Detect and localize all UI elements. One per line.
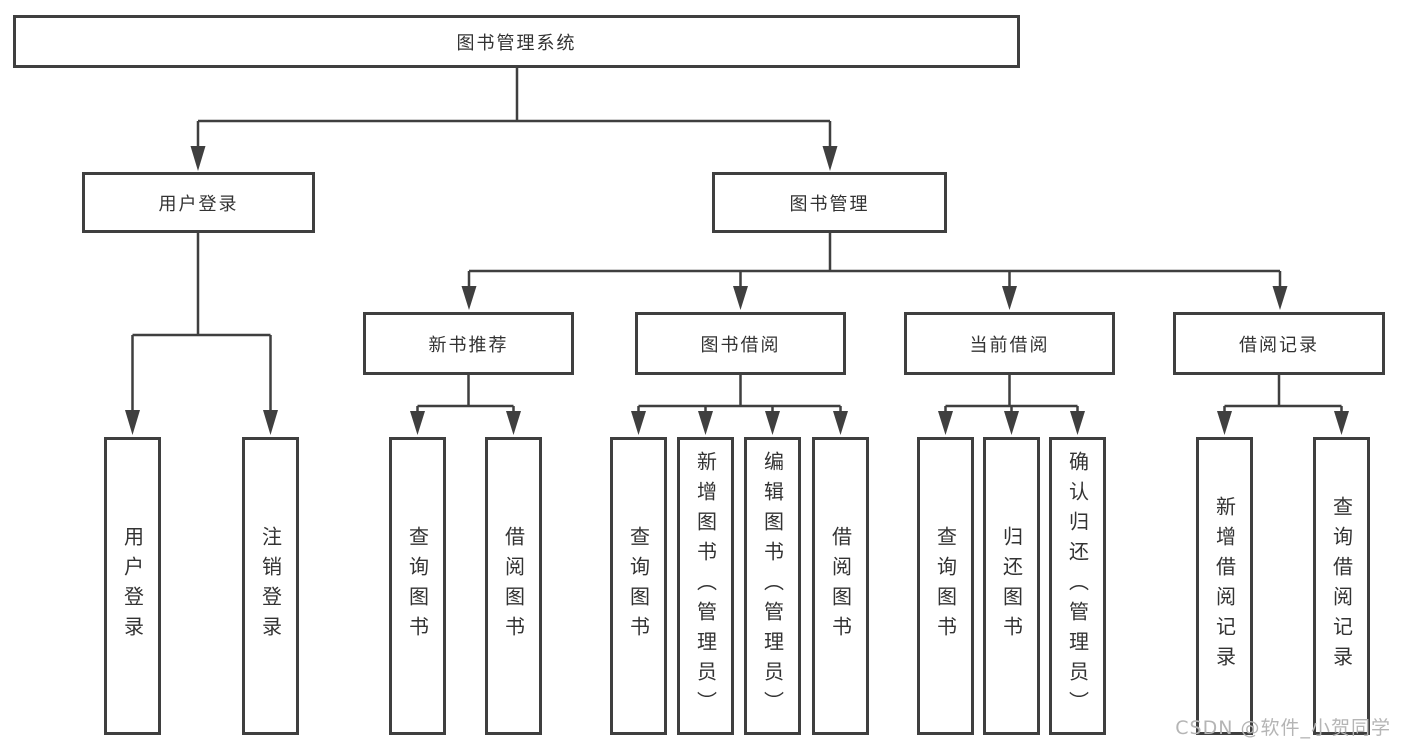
- connector-new-book-recommend: [416, 375, 515, 412]
- leaf-label: 新增借阅记录: [1212, 496, 1237, 676]
- leaf-label: 查询图书: [626, 526, 651, 646]
- arrow-down-icon: [938, 411, 953, 435]
- leaf-current-confirm-return-admin: 确认归还（管理员）: [1049, 437, 1106, 735]
- leaf-label: 注销登录: [258, 526, 283, 646]
- leaf-label: 确认归还（管理员）: [1065, 451, 1090, 721]
- arrowheads: [125, 146, 1349, 435]
- leaf-label: 查询图书: [933, 526, 958, 646]
- arrow-down-icon: [1217, 411, 1232, 435]
- watermark: CSDN @软件_小贺同学: [1175, 717, 1391, 739]
- arrow-down-icon: [698, 411, 713, 435]
- leaf-records-query-record: 查询借阅记录: [1313, 437, 1370, 735]
- leaf-label: 用户登录: [120, 526, 145, 646]
- node-user-login: 用户登录: [82, 172, 315, 233]
- connector-book-management: [467, 233, 1282, 287]
- connector-borrow-records: [1223, 375, 1343, 412]
- connector-book-borrow: [637, 375, 842, 412]
- arrow-down-icon: [461, 286, 477, 310]
- leaf-recommend-query-books: 查询图书: [389, 437, 446, 735]
- leaf-recommend-borrow-books: 借阅图书: [485, 437, 542, 735]
- arrow-down-icon: [1004, 411, 1019, 435]
- leaf-borrow-add-books-admin: 新增图书（管理员）: [677, 437, 734, 735]
- node-current-borrow: 当前借阅: [904, 312, 1115, 375]
- leaf-label: 借阅图书: [828, 526, 853, 646]
- arrow-down-icon: [733, 286, 748, 310]
- arrow-down-icon: [506, 411, 521, 435]
- arrow-down-icon: [1272, 286, 1288, 310]
- connector-user-login: [131, 233, 272, 411]
- leaf-borrow-borrow-books: 借阅图书: [812, 437, 869, 735]
- leaf-current-return-books: 归还图书: [983, 437, 1040, 735]
- node-root: 图书管理系统: [13, 15, 1020, 68]
- arrow-down-icon: [1334, 411, 1349, 435]
- connector-root: [196, 67, 832, 147]
- node-book-management: 图书管理: [712, 172, 947, 233]
- leaf-records-add-record: 新增借阅记录: [1196, 437, 1253, 735]
- node-borrow-records: 借阅记录: [1173, 312, 1385, 375]
- node-book-borrow: 图书借阅: [635, 312, 846, 375]
- arrow-down-icon: [1070, 411, 1085, 435]
- arrow-down-icon: [125, 410, 140, 435]
- leaf-label: 编辑图书（管理员）: [760, 451, 785, 721]
- arrow-down-icon: [1002, 286, 1017, 310]
- arrow-down-icon: [631, 411, 646, 435]
- arrow-down-icon: [410, 411, 425, 435]
- leaf-logout: 注销登录: [242, 437, 299, 735]
- arrow-down-icon: [833, 411, 848, 435]
- connector-current-borrow: [944, 375, 1079, 412]
- leaf-borrow-query-books: 查询图书: [610, 437, 667, 735]
- leaf-label: 借阅图书: [501, 526, 526, 646]
- leaf-label: 新增图书（管理员）: [693, 451, 718, 721]
- leaf-label: 归还图书: [999, 526, 1024, 646]
- arrow-down-icon: [765, 411, 780, 435]
- arrow-down-icon: [263, 410, 278, 435]
- node-new-book-recommend: 新书推荐: [363, 312, 574, 375]
- leaf-user-login: 用户登录: [104, 437, 161, 735]
- arrow-down-icon: [822, 146, 838, 171]
- leaf-label: 查询借阅记录: [1329, 496, 1354, 676]
- leaf-current-query-books: 查询图书: [917, 437, 974, 735]
- leaf-borrow-edit-books-admin: 编辑图书（管理员）: [744, 437, 801, 735]
- leaf-label: 查询图书: [405, 526, 430, 646]
- arrow-down-icon: [190, 146, 206, 171]
